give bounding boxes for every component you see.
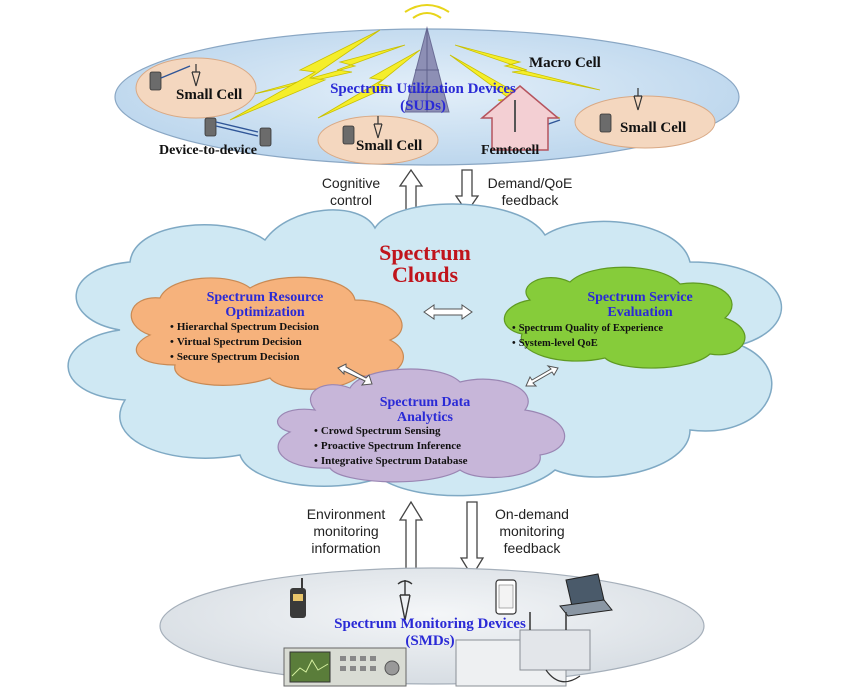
monitoring-receiver-icon	[455, 612, 591, 687]
laptop-icon	[559, 573, 613, 617]
sro-item: Secure Spectrum Decision	[170, 350, 319, 365]
sro-items-list: Hierarchal Spectrum Decision Virtual Spe…	[170, 320, 319, 365]
small-cell-left-label: Small Cell	[176, 87, 243, 103]
sro-title-1: Spectrum Resource	[206, 290, 324, 305]
on-demand-feedback-label-2: monitoring	[499, 523, 565, 539]
environment-monitoring-arrow	[398, 500, 424, 579]
sud-title-line2: (SUDs)	[400, 98, 446, 114]
environment-monitoring-label-1: Environment	[306, 506, 386, 522]
demand-feedback-arrow	[454, 169, 480, 214]
environment-monitoring-label-3: information	[311, 540, 381, 556]
d2d-label: Device-to-device	[159, 143, 257, 158]
cognitive-control-label-1: Cognitive	[321, 175, 381, 191]
macro-cell-label: Macro Cell	[529, 55, 601, 71]
sda-item: Crowd Spectrum Sensing	[314, 424, 468, 439]
demand-feedback-label-1: Demand/QoE	[487, 175, 573, 191]
sse-items-list: Spectrum Quality of Experience System-le…	[512, 321, 663, 351]
sro-item: Hierarchal Spectrum Decision	[170, 320, 319, 335]
sro-title-2: Optimization	[225, 305, 305, 320]
sda-item: Proactive Spectrum Inference	[314, 439, 468, 454]
cognitive-control-label-2: control	[329, 192, 373, 208]
sda-title-1: Spectrum Data	[379, 395, 471, 410]
spectrum-analyzer-icon	[283, 647, 407, 687]
femtocell-house-icon	[479, 85, 561, 151]
sud-title-line1: Spectrum Utilization Devices	[330, 81, 516, 97]
small-cell-mid-label: Small Cell	[356, 138, 423, 154]
sse-title-2: Evaluation	[607, 305, 673, 320]
smd-title-1: Spectrum Monitoring Devices	[334, 616, 526, 632]
smartphone-icon	[495, 579, 517, 615]
sse-title-1: Spectrum Service	[587, 290, 693, 305]
sro-sda-link-arrow	[337, 363, 373, 386]
sda-item: Integrative Spectrum Database	[314, 454, 468, 469]
sda-title-2: Analytics	[397, 410, 453, 425]
cognitive-control-arrow	[398, 168, 424, 213]
on-demand-feedback-label-1: On-demand	[495, 506, 569, 522]
small-cell-left-ellipse	[135, 57, 257, 119]
sse-item: Spectrum Quality of Experience	[512, 321, 663, 336]
on-demand-feedback-label-3: feedback	[503, 540, 561, 556]
femtocell-label: Femtocell	[481, 143, 540, 158]
demand-feedback-label-2: feedback	[501, 192, 559, 208]
macro-tower-icon	[404, 4, 450, 113]
smd-antenna-icon	[397, 580, 413, 621]
smd-title-2: (SMDs)	[405, 633, 455, 649]
sse-item: System-level QoE	[512, 336, 663, 351]
on-demand-feedback-arrow	[459, 501, 485, 578]
small-cell-right-label: Small Cell	[620, 120, 687, 136]
small-cell-right-ellipse	[574, 95, 716, 149]
sro-sse-link-arrow	[423, 304, 473, 320]
wireless-link-bolts	[229, 29, 601, 121]
sse-sda-link-arrow	[525, 365, 559, 387]
handheld-radio-icon	[290, 578, 306, 618]
sda-items-list: Crowd Spectrum Sensing Proactive Spectru…	[314, 424, 468, 469]
environment-monitoring-label-2: monitoring	[313, 523, 379, 539]
sro-item: Virtual Spectrum Decision	[170, 335, 319, 350]
spectrum-clouds-title-2: Clouds	[391, 262, 459, 287]
small-cell-antenna-icons	[191, 64, 643, 139]
spectrum-clouds-title-1: Spectrum	[379, 240, 471, 265]
